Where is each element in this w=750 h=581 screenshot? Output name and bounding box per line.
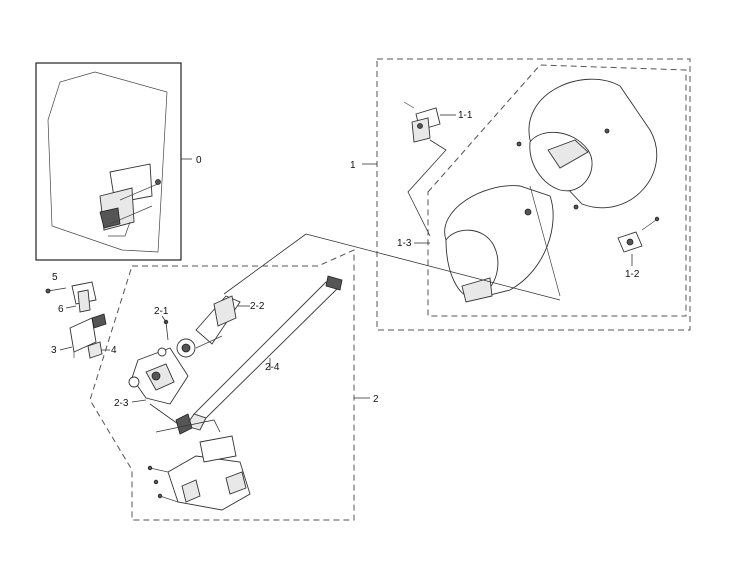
callout-0: 0 (196, 155, 202, 166)
part-5-screw[interactable] (45, 287, 67, 294)
assembly-0-housing-outline (47, 71, 168, 253)
connector-assembly-1-2 (223, 233, 561, 301)
part-1-2-flame-sensor[interactable] (617, 216, 660, 253)
callout-2-2: 2-2 (250, 301, 265, 312)
leader-3 (59, 346, 73, 351)
callout-1-2: 1-2 (625, 269, 640, 280)
assembly-0-burner-unit[interactable] (99, 163, 161, 237)
part-4-clip[interactable] (87, 341, 103, 359)
callout-6: 6 (58, 304, 64, 315)
assembly-1-boundary (376, 58, 691, 331)
part-1-3-combustion-chamber[interactable] (444, 185, 561, 303)
callout-2-1: 2-1 (154, 306, 169, 317)
part-2-2-manifold-bracket[interactable] (176, 295, 241, 358)
assembly-2-boundary (89, 249, 355, 521)
assembly-1-group: 1 1-1 1-3 (350, 58, 691, 331)
callout-2-3: 2-3 (114, 398, 129, 409)
part-2-3-gas-valve[interactable] (128, 347, 221, 435)
callout-4: 4 (111, 345, 117, 356)
assembly-0-frame (35, 62, 182, 261)
leader-2-1 (161, 315, 167, 323)
small-parts-group: 5 6 3 4 (45, 272, 117, 359)
leader-6 (65, 305, 77, 309)
mounting-bracket[interactable] (147, 435, 251, 511)
callout-5: 5 (52, 272, 58, 283)
callout-2-4: 2-4 (265, 362, 280, 373)
part-2-4-burner-tube[interactable] (185, 275, 343, 431)
callout-1-3: 1-3 (397, 238, 412, 249)
part-2-1-screw[interactable] (163, 319, 169, 341)
assembly-2-group: 2 2-4 2-2 2-1 (89, 249, 379, 521)
part-6-bracket[interactable] (71, 281, 97, 313)
callout-1-1: 1-1 (458, 110, 473, 121)
part-3-igniter[interactable] (69, 313, 107, 358)
callout-1: 1 (350, 160, 356, 171)
assembly-0-group: 0 (35, 62, 202, 261)
callout-3: 3 (51, 345, 57, 356)
part-1-1-thermostat[interactable] (403, 101, 447, 237)
leader-2-3 (131, 399, 147, 403)
callout-2: 2 (373, 394, 379, 405)
part-1-upper-duct[interactable] (516, 78, 657, 210)
assembly-1-inner-boundary (427, 64, 687, 317)
